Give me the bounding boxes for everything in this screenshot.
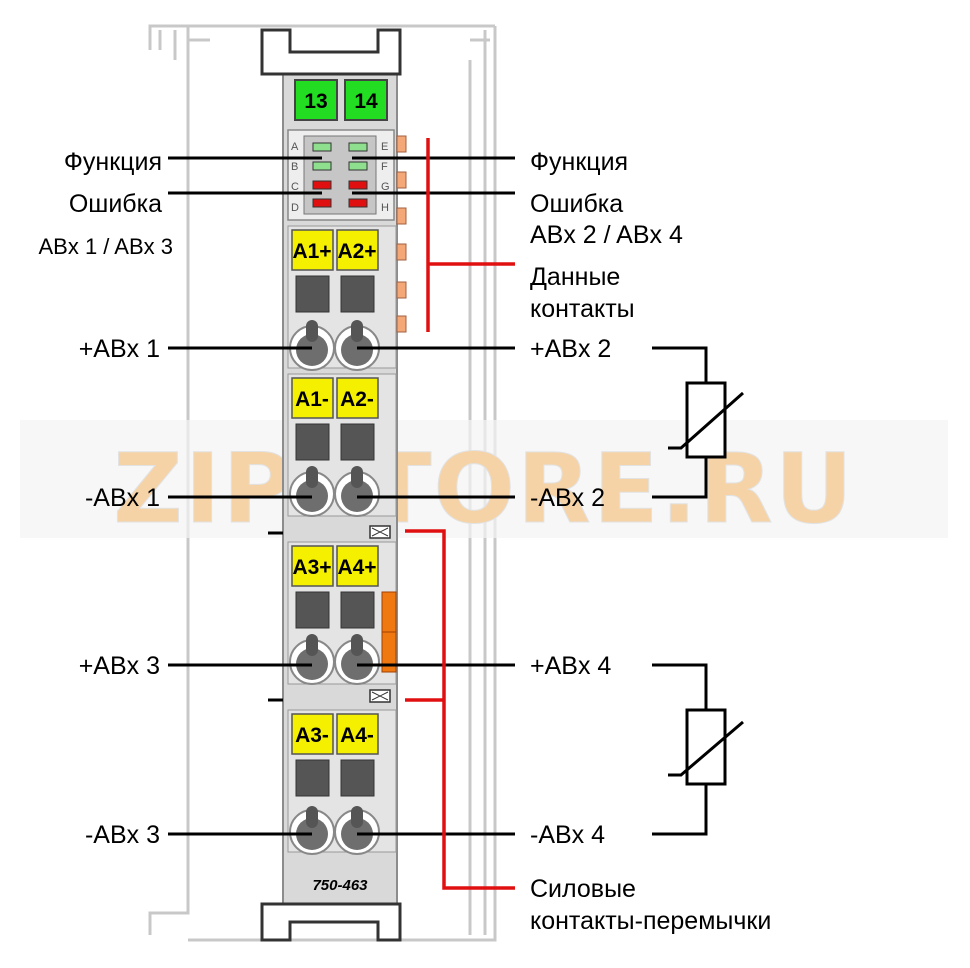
tag-a1-minus-label: A1- (295, 388, 329, 411)
module-body: 13 14 A B C D E F G H (260, 28, 407, 942)
power-jumper-bracket (405, 529, 515, 890)
tag-a3-plus-label: A3+ (292, 556, 331, 579)
clamp-abx3-plus (289, 634, 335, 685)
labels-right: Функция Ошибка ABx 2 / ABx 4 Данные конт… (530, 148, 771, 935)
led-d-red (312, 198, 332, 208)
led-letter-e: E (381, 141, 388, 153)
led-letter-a: A (291, 141, 299, 153)
connector-14-label: 14 (354, 90, 378, 113)
tag-a2-minus-label: A2- (340, 388, 374, 411)
connector-13-label: 13 (304, 90, 327, 113)
led-letter-g: G (381, 181, 390, 193)
label-minus-abx3: -ABx 3 (85, 821, 160, 849)
bottom-clip (260, 902, 402, 942)
connector-13: 13 (294, 79, 338, 121)
din-rail (148, 24, 497, 942)
data-contact-pads (396, 135, 407, 333)
label-plus-abx2: +ABx 2 (530, 335, 611, 363)
label-plus-abx3: +ABx 3 (79, 652, 160, 680)
resistor-symbol-2 (652, 663, 744, 836)
label-left-function: Функция (64, 148, 162, 176)
red-brackets (405, 138, 515, 890)
release-slot-1 (295, 275, 330, 313)
led-b-green (312, 161, 332, 171)
label-data-contacts-line1: Данные (530, 263, 620, 291)
watermark: ZIPSTORE.RU (20, 420, 948, 546)
watermark-band (20, 420, 948, 538)
leader-lines (168, 156, 515, 836)
led-letter-d: D (291, 202, 299, 214)
tag-a4-plus-label: A4+ (337, 556, 376, 579)
watermark-text: ZIPSTORE.RU (113, 433, 855, 545)
label-plus-abx4: +ABx 4 (530, 652, 611, 680)
tag-a2-minus (336, 377, 379, 419)
labels-left: Функция Ошибка ABx 1 / ABx 3 +ABx 1 -ABx… (38, 148, 173, 849)
label-power-jumper-line2: контакты-перемычки (530, 907, 771, 935)
tag-a3-plus (291, 545, 334, 587)
label-minus-abx2: -ABx 2 (530, 484, 605, 512)
tag-a2-plus (336, 229, 379, 271)
connector-14: 14 (344, 79, 388, 121)
resistor-symbol-1 (652, 346, 744, 499)
top-clip (260, 28, 402, 76)
tag-a4-minus-label: A4- (340, 724, 374, 747)
label-right-error-channels: ABx 2 / ABx 4 (530, 221, 683, 249)
tag-a3-minus-label: A3- (295, 724, 329, 747)
led-letter-h: H (381, 202, 389, 214)
label-minus-abx4: -ABx 4 (530, 821, 605, 849)
label-left-error: Ошибка (69, 190, 162, 218)
tag-a3-minus (291, 713, 334, 755)
tag-a1-plus-label: A1+ (292, 240, 331, 263)
model-number: 750-463 (312, 877, 368, 894)
tag-a4-minus (336, 713, 379, 755)
tag-a2-plus-label: A2+ (337, 240, 376, 263)
led-letter-b: B (291, 161, 298, 173)
label-minus-abx1: -ABx 1 (85, 484, 160, 512)
led-h-red (348, 198, 368, 208)
release-slot-2 (340, 275, 375, 313)
led-c-red (312, 180, 332, 190)
label-right-function: Функция (530, 148, 628, 176)
label-right-error: Ошибка (530, 190, 623, 218)
tag-a1-minus (291, 377, 334, 419)
label-plus-abx1: +ABx 1 (79, 335, 160, 363)
label-power-jumper-line1: Силовые (530, 875, 636, 903)
power-jumper-contacts (369, 525, 397, 703)
label-data-contacts-line2: контакты (530, 295, 635, 323)
label-left-error-channels: ABx 1 / ABx 3 (38, 234, 173, 259)
led-letter-f: F (381, 161, 388, 173)
led-letter-c: C (291, 181, 299, 193)
tag-a1-plus (291, 229, 334, 271)
led-a-green (312, 142, 332, 152)
led-g-red (348, 180, 368, 190)
led-f-green (348, 161, 368, 171)
tag-a4-plus (336, 545, 379, 587)
led-e-green (348, 142, 368, 152)
led-panel: A B C D E F G H (287, 129, 395, 221)
